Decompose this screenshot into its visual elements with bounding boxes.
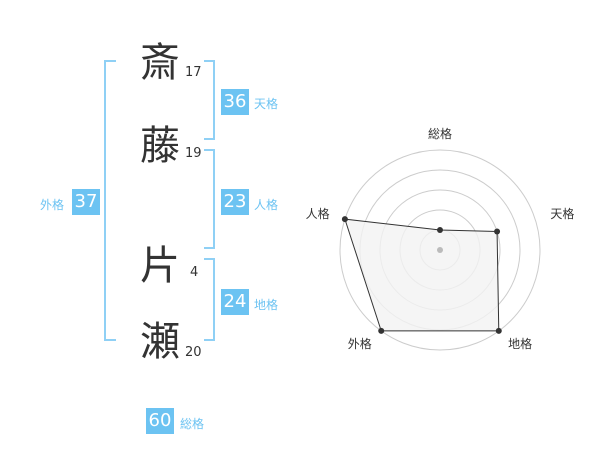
radar-point-3 bbox=[378, 327, 385, 334]
jinkaku-value-badge: 23 bbox=[221, 189, 249, 215]
stroke-count-3: 4 bbox=[190, 265, 199, 280]
stroke-count-2: 19 bbox=[185, 146, 202, 161]
tenkaku-value-badge: 36 bbox=[221, 89, 249, 115]
radar-data-polygon bbox=[344, 218, 500, 332]
name-char-4: 瀬 bbox=[140, 319, 180, 365]
stroke-count-4: 20 bbox=[185, 345, 202, 360]
chikaku-value-badge: 24 bbox=[221, 289, 249, 315]
gaikaku-bracket bbox=[104, 60, 116, 341]
radar-point-4 bbox=[341, 216, 348, 223]
radar-point-0 bbox=[437, 227, 443, 233]
stroke-count-1: 17 bbox=[185, 65, 202, 80]
radar-axis-label-1: 天格 bbox=[550, 206, 574, 221]
gaikaku-value-badge: 37 bbox=[72, 189, 100, 215]
radar-center-dot bbox=[437, 247, 443, 253]
name-char-3: 片 bbox=[140, 243, 180, 289]
name-char-2: 藤 bbox=[140, 123, 180, 169]
tenkaku-label: 天格 bbox=[254, 97, 279, 111]
tenkaku-bracket bbox=[204, 60, 215, 140]
chikaku-bracket bbox=[204, 258, 215, 341]
soukaku-label: 総格 bbox=[180, 417, 205, 431]
radar-point-1 bbox=[494, 228, 501, 235]
chikaku-label: 地格 bbox=[254, 298, 279, 312]
radar-axis-label-0: 総格 bbox=[428, 126, 452, 141]
gaikaku-label: 外格 bbox=[40, 198, 65, 212]
soukaku-value-badge: 60 bbox=[146, 408, 174, 434]
radar-axis-label-3: 外格 bbox=[348, 336, 372, 351]
name-char-1: 斎 bbox=[140, 40, 180, 86]
jinkaku-bracket bbox=[204, 149, 215, 249]
jinkaku-label: 人格 bbox=[254, 198, 279, 212]
radar-ring-5 bbox=[339, 149, 541, 351]
radar-axis-label-4: 人格 bbox=[306, 206, 330, 221]
radar-axis-label-2: 地格 bbox=[508, 336, 532, 351]
radar-point-2 bbox=[495, 327, 502, 334]
